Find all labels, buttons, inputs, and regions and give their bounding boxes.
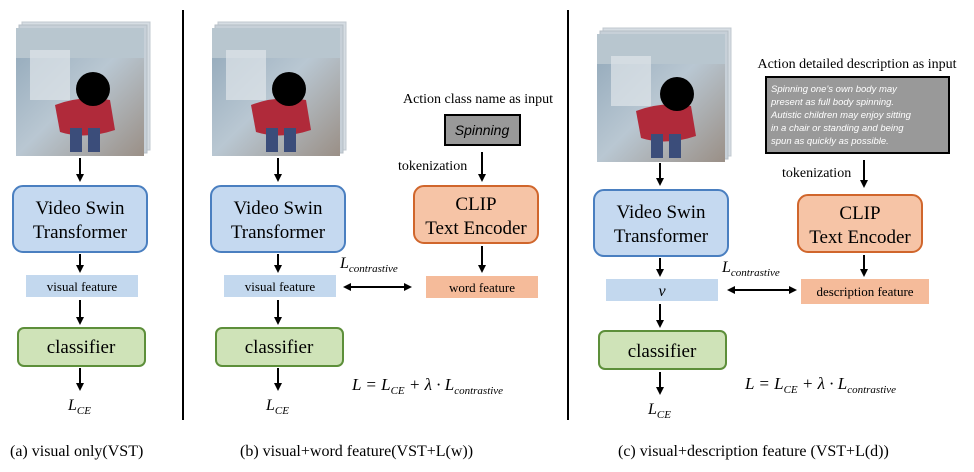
description-input-box [765, 76, 950, 154]
video-swin-label-2: Transformer [231, 222, 326, 243]
loss-ce-label: LCE [265, 397, 289, 417]
video-swin-label-2: Transformer [33, 222, 128, 243]
panel-b: Video Swin Transformer visual feature cl… [210, 21, 553, 460]
visual-feature-box [606, 279, 718, 301]
clip-text-encoder-box [797, 194, 923, 253]
video-swin-label-1: Video Swin [233, 198, 323, 219]
clip-label-1: CLIP [839, 203, 880, 224]
clip-label-2: Text Encoder [809, 227, 911, 248]
face-mask-icon [660, 77, 694, 111]
video-frames-thumbnail [16, 21, 151, 156]
contrastive-loss-label: Lcontrastive [721, 259, 780, 279]
description-line-4: in a chair or standing and being [771, 123, 904, 134]
panel-a: Video Swin Transformer visual feature cl… [10, 21, 151, 460]
class-name-input-text: Spinning [455, 122, 510, 138]
face-mask-icon [272, 72, 306, 106]
visual-feature-box [26, 275, 138, 297]
visual-feature-label: visual feature [47, 279, 118, 294]
clip-text-encoder-box [413, 185, 539, 244]
loss-ce-label: LCE [647, 401, 671, 421]
description-line-2: present as full body spinning. [770, 97, 894, 108]
input-label: Action detailed description as input [757, 57, 956, 72]
clip-label-1: CLIP [455, 194, 496, 215]
tokenization-label: tokenization [398, 159, 467, 174]
contrastive-loss-label: Lcontrastive [339, 255, 398, 275]
description-line-5: spun as quickly as possible. [771, 136, 889, 147]
video-swin-label-2: Transformer [614, 226, 709, 247]
clip-label-2: Text Encoder [425, 218, 527, 239]
description-feature-box [801, 279, 929, 304]
classifier-label: classifier [628, 341, 697, 362]
classifier-box [215, 327, 344, 367]
video-swin-transformer-box [210, 185, 346, 253]
caption-c: (c) visual+description feature (VST+L(d)… [618, 443, 889, 460]
loss-ce-label: LCE [67, 397, 91, 417]
video-frames-thumbnail [597, 27, 732, 162]
panel-c: Video Swin Transformer v classifier LCE … [593, 27, 957, 460]
caption-a: (a) visual only(VST) [10, 443, 143, 460]
video-swin-label-1: Video Swin [616, 202, 706, 223]
caption-b: (b) visual+word feature(VST+L(w)) [240, 443, 473, 460]
video-swin-transformer-box [593, 189, 729, 257]
word-feature-label: word feature [449, 280, 515, 295]
description-line-1: Spinning one's own body may [771, 84, 898, 95]
visual-feature-label: v [658, 283, 666, 300]
description-feature-label: description feature [816, 284, 913, 299]
tokenization-label: tokenization [782, 166, 851, 181]
input-label: Action class name as input [403, 92, 553, 107]
total-loss-equation: L = LCE + λ · Lcontrastive [744, 374, 896, 396]
video-swin-label-1: Video Swin [35, 198, 125, 219]
face-mask-icon [76, 72, 110, 106]
visual-feature-box [224, 275, 336, 297]
description-line-3: Autistic children may enjoy sitting [770, 110, 912, 121]
total-loss-equation: L = LCE + λ · Lcontrastive [351, 375, 503, 397]
class-name-input-box [444, 114, 521, 146]
classifier-label: classifier [245, 337, 314, 358]
classifier-box [17, 327, 146, 367]
classifier-box [598, 330, 727, 370]
video-frames-thumbnail [212, 21, 347, 156]
word-feature-box [426, 276, 538, 298]
video-swin-transformer-box [12, 185, 148, 253]
visual-feature-label: visual feature [245, 279, 316, 294]
classifier-label: classifier [47, 337, 116, 358]
